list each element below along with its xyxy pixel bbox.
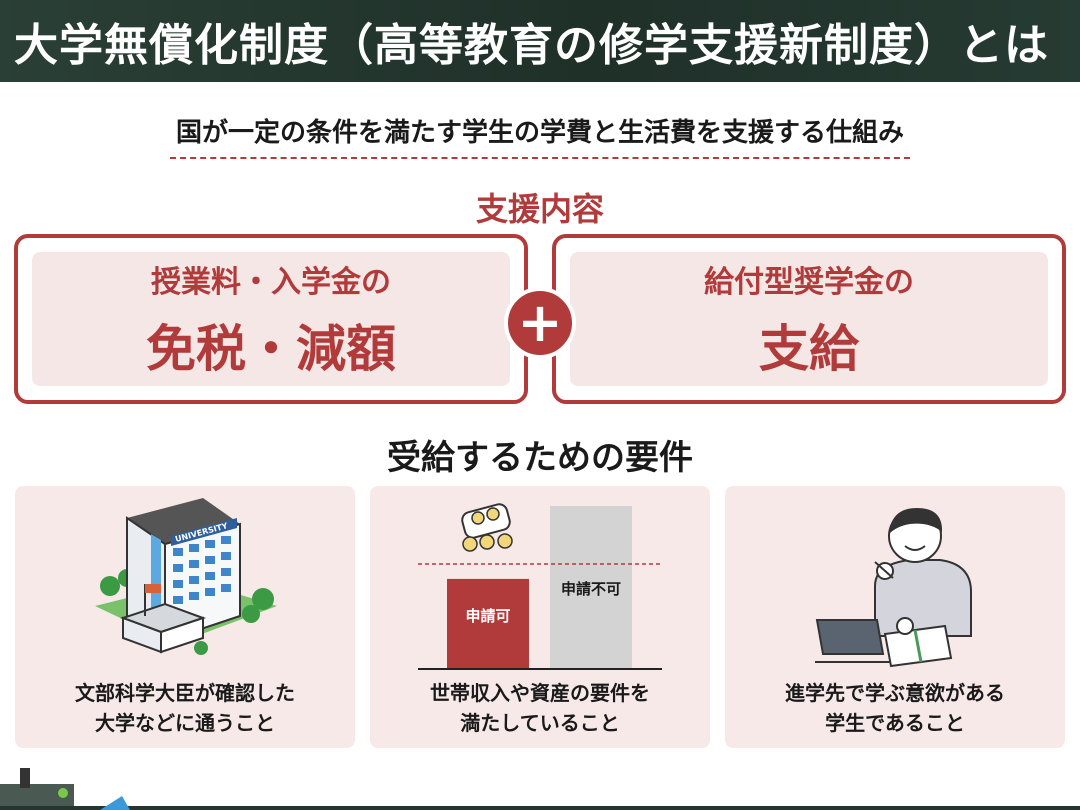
window-grid	[173, 536, 231, 604]
support-box-scholarship-inner: 給付型奨学金の 支給	[570, 252, 1048, 386]
footer-light-icon	[58, 788, 68, 798]
income-bar	[447, 578, 529, 668]
tree-icon	[252, 588, 274, 610]
footer-post	[20, 768, 30, 788]
support-box-tuition-line1: 授業料・入学金の	[151, 265, 391, 300]
support-box-tuition-line2: 免税・減額	[146, 320, 396, 378]
support-box-scholarship-line1: 給付型奨学金の	[704, 265, 914, 300]
university-sign	[171, 518, 237, 546]
support-box-scholarship-line2: 支給	[759, 320, 859, 378]
requirements-heading: 受給するための要件	[387, 438, 693, 478]
caption-line: 大学などに通うこと	[95, 711, 275, 735]
caption-line: 文部科学大臣が確認した	[75, 681, 295, 705]
hand-shape	[896, 617, 914, 635]
income-bar-chart: 申請可 申請不可	[418, 503, 662, 670]
subtitle-text: 国が一定の条件を満たす学生の学費と生活費を支援する仕組み	[169, 112, 910, 159]
entrance-right	[160, 616, 204, 654]
caption-line: 満たしていること	[460, 711, 620, 735]
title-bar: 大学無償化制度（高等教育の修学支援新制度）とは	[0, 0, 1080, 82]
page-title: 大学無償化制度（高等教育の修学支援新制度）とは	[14, 20, 1049, 71]
university-building-icon: UNIVERSITY	[95, 498, 277, 655]
footer-shape	[100, 796, 130, 810]
tree-icon	[194, 641, 208, 655]
notebook-spine	[913, 629, 923, 663]
requirement-caption-income: 世帯収入や資産の要件を 満たしていること	[370, 678, 710, 738]
tree-icon	[242, 605, 260, 623]
income-bar-label: 申請可	[465, 607, 510, 625]
requirement-card-university: UNIVERSITY 文部科学大臣が確認した 大学などに通うこと	[15, 486, 355, 748]
caption-line: 学生であること	[825, 711, 965, 735]
roof-shape	[127, 498, 240, 544]
requirement-card-motivation: 進学先で学ぶ意欲がある 学生であること	[725, 486, 1065, 748]
caption-line: 進学先で学ぶ意欲がある	[785, 681, 1005, 705]
support-box-scholarship: 給付型奨学金の 支給	[552, 234, 1066, 404]
studying-student-icon	[815, 508, 972, 668]
tablet-icon	[815, 619, 885, 655]
tree-icon	[100, 576, 120, 596]
subtitle-row: 国が一定の条件を満たす学生の学費と生活費を支援する仕組み	[0, 112, 1080, 159]
footer-block	[0, 784, 74, 806]
requirement-caption-university: 文部科学大臣が確認した 大学などに通うこと	[15, 678, 355, 738]
hair-shape	[889, 508, 943, 534]
smile-shape	[904, 545, 926, 551]
requirement-caption-motivation: 進学先で学ぶ意欲がある 学生であること	[725, 678, 1065, 738]
flag-icon	[145, 584, 161, 593]
income-bar	[550, 506, 632, 668]
caption-line: 世帯収入や資産の要件を	[430, 681, 650, 705]
pen-icon	[874, 561, 894, 579]
footer-strip	[0, 806, 1080, 810]
support-box-tuition: 授業料・入学金の 免税・減額	[14, 234, 528, 404]
income-bar-label: 申請不可	[561, 580, 621, 598]
footer-decoration	[0, 768, 1080, 810]
requirement-card-income: 申請可 申請不可 世帯収入や資産の要件を 満たしていること	[370, 486, 710, 748]
coins-icon	[461, 503, 513, 552]
support-box-tuition-inner: 授業料・入学金の 免税・減額	[32, 252, 510, 386]
plus-icon: +	[504, 287, 576, 359]
support-heading: 支援内容	[475, 190, 604, 228]
